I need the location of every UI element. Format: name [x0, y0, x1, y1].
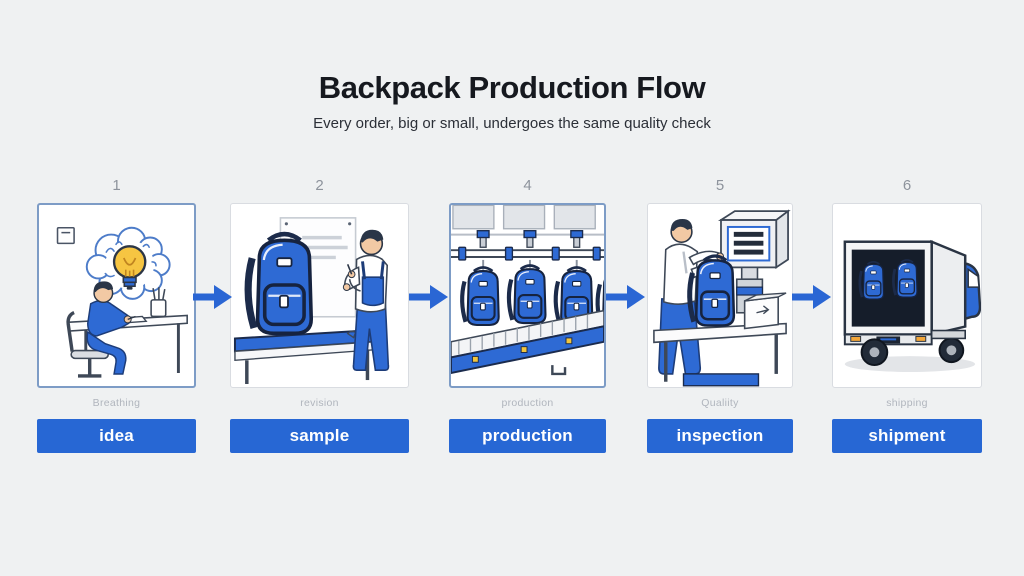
header: Backpack Production Flow Every order, bi…	[0, 70, 1024, 132]
sample-review-illustration	[233, 217, 390, 384]
flow-arrow-icon	[409, 281, 449, 313]
step-label-bar: shipment	[832, 419, 982, 453]
step-panel	[37, 203, 196, 388]
page-subtitle: Every order, big or small, undergoes the…	[313, 115, 711, 132]
step-label-bar: production	[449, 419, 606, 453]
flow-arrow-icon	[606, 281, 646, 313]
flow-step-sample: 2	[230, 0, 409, 576]
step-number: 1	[112, 177, 121, 194]
flow-step-idea: 1	[37, 0, 196, 576]
step-number: 6	[902, 177, 912, 194]
step-label-bar: sample	[230, 419, 409, 453]
flow-step-production: 4 production production	[449, 0, 606, 576]
delivery-truck-illustration	[843, 239, 981, 372]
flow-arrow-icon	[792, 281, 832, 313]
step-label-bar: idea	[37, 419, 196, 453]
quality-inspection-illustration	[653, 209, 791, 387]
step-label-bar: inspection	[647, 419, 793, 453]
step-caption: production	[501, 397, 554, 409]
step-number: 5	[715, 177, 725, 194]
step-panel	[449, 203, 606, 388]
flow-arrow-icon	[193, 281, 233, 313]
step-panel	[647, 203, 793, 388]
step-panel	[832, 203, 982, 388]
flow-step-inspection: 5	[647, 0, 793, 576]
assembly-line-illustration	[451, 205, 604, 376]
step-caption: Breathing	[92, 397, 141, 409]
step-caption: revision	[300, 397, 339, 409]
step-number: 2	[315, 177, 324, 194]
step-panel	[230, 203, 409, 388]
step-number: 4	[523, 177, 532, 194]
page-title: Backpack Production Flow	[318, 70, 706, 105]
step-caption: Qualiity	[701, 397, 739, 409]
idea-desk-illustration	[56, 226, 188, 378]
step-caption: shipping	[886, 397, 928, 409]
flow-step-shipment: 6 shipping	[832, 0, 982, 576]
